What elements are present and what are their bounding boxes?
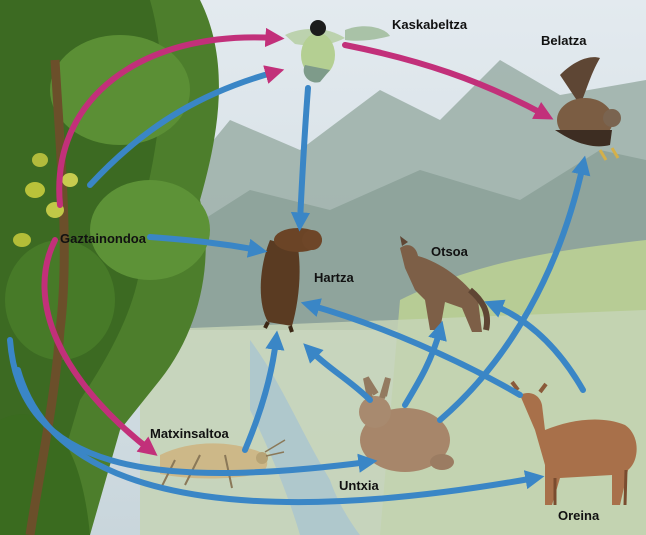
label-chestnut: Gaztainondoa — [60, 231, 146, 246]
arrow-titmouse-to-bear — [290, 85, 311, 232]
arrow-deer-to-bear — [300, 298, 523, 398]
label-hawk: Belatza — [541, 33, 587, 48]
arrow-chestnut-to-bear — [147, 234, 268, 258]
arrow-chestnut-to-deer — [15, 367, 545, 506]
titmouse-icon — [285, 20, 390, 83]
arrow-rabbit-to-wolf — [402, 320, 447, 408]
arrow-rabbit-to-hawk — [437, 155, 591, 423]
arrow-grasshopper-to-bear — [242, 330, 285, 453]
chestnut-tree-icon — [13, 59, 78, 535]
label-wolf: Otsoa — [431, 244, 468, 259]
hawk-icon — [555, 57, 621, 161]
rabbit-icon — [359, 376, 454, 472]
arrow-titmouse-to-grasshopper — [41, 237, 158, 456]
wolf-icon — [400, 236, 490, 332]
label-deer: Oreina — [558, 508, 600, 523]
arrow-chestnut-to-titmouse — [56, 27, 285, 208]
label-grasshopper: Matxinsaltoa — [150, 426, 229, 441]
arrow-rabbit-to-bear — [303, 343, 373, 403]
bear-icon — [260, 228, 322, 333]
arrow-deer-to-wolf — [484, 299, 586, 393]
label-rabbit: Untxia — [339, 478, 379, 493]
label-bear: Hartza — [314, 270, 354, 285]
arrow-titmouse-to-hawk — [342, 42, 554, 120]
label-titmouse: Kaskabeltza — [392, 17, 468, 32]
arrow-chestnut-to-titmouse-alt — [87, 65, 285, 188]
deer-icon — [510, 380, 637, 506]
feeding-arrows — [7, 27, 591, 506]
